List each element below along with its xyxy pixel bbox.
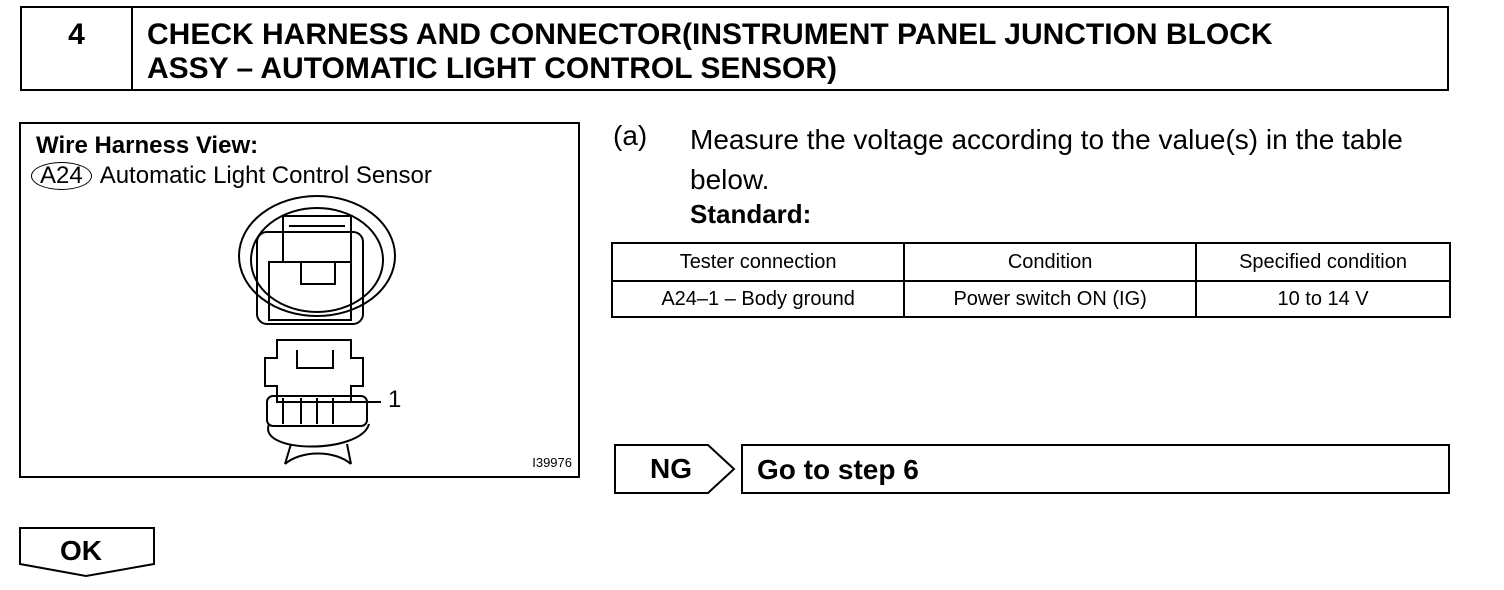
step-number: 4 xyxy=(22,8,133,89)
step-title-line-1: CHECK HARNESS AND CONNECTOR(INSTRUMENT P… xyxy=(147,18,1273,51)
connector-code-badge: A24 xyxy=(31,162,92,190)
ng-action-box[interactable]: Go to step 6 xyxy=(741,444,1450,494)
substep-letter: (a) xyxy=(613,120,648,151)
cell-tester-connection: A24–1 – Body ground xyxy=(610,280,906,318)
specification-table: Tester connection Condition Specified co… xyxy=(610,242,1451,318)
column-header-condition: Condition xyxy=(903,242,1198,282)
substep-text: Measure the voltage according to the val… xyxy=(690,120,1470,200)
connector-caption: A24 Automatic Light Control Sensor xyxy=(31,162,432,190)
sensor-housing-inner xyxy=(250,207,384,313)
harness-wire-loop xyxy=(267,423,370,448)
standard-label: Standard: xyxy=(690,199,812,229)
column-header-tester-connection: Tester connection xyxy=(610,242,906,282)
table-header-row: Tester connection Condition Specified co… xyxy=(610,242,1451,282)
step-title-line-2: ASSY – AUTOMATIC LIGHT CONTROL SENSOR) xyxy=(147,52,838,85)
substep-text-line-1: Measure the voltage according to the val… xyxy=(690,124,1403,155)
sensor-housing-outline xyxy=(238,195,396,317)
ok-arrow-shape xyxy=(19,527,155,578)
harness-connector-face xyxy=(266,395,368,427)
wire-harness-figure: Wire Harness View: A24 Automatic Light C… xyxy=(19,122,580,478)
ng-arrow-shape xyxy=(614,444,736,494)
harness-wires xyxy=(284,443,352,465)
cell-condition: Power switch ON (IG) xyxy=(903,280,1198,318)
step-title: CHECK HARNESS AND CONNECTOR(INSTRUMENT P… xyxy=(147,18,1437,86)
pin-number-label: 1 xyxy=(388,386,402,413)
go-to-step-link[interactable]: Go to step 6 xyxy=(757,454,919,485)
column-header-specified-condition: Specified condition xyxy=(1195,242,1451,282)
ok-label: OK xyxy=(60,535,102,566)
step-header: 4 CHECK HARNESS AND CONNECTOR(INSTRUMENT… xyxy=(20,6,1449,91)
table-row: A24–1 – Body ground Power switch ON (IG)… xyxy=(610,280,1451,318)
figure-heading: Wire Harness View: xyxy=(36,132,259,159)
sensor-socket-outer xyxy=(256,231,364,325)
sensor-socket-top xyxy=(282,215,352,263)
substep-text-line-2: below. xyxy=(690,164,770,195)
sensor-socket-key xyxy=(300,262,336,285)
connector-name: Automatic Light Control Sensor xyxy=(99,162,432,189)
cell-specified-condition: 10 to 14 V xyxy=(1195,280,1451,318)
illustration-code: I39976 xyxy=(532,455,572,470)
harness-connector-housing xyxy=(264,339,364,403)
ng-label: NG xyxy=(650,453,692,484)
connector-illustration xyxy=(238,195,396,465)
